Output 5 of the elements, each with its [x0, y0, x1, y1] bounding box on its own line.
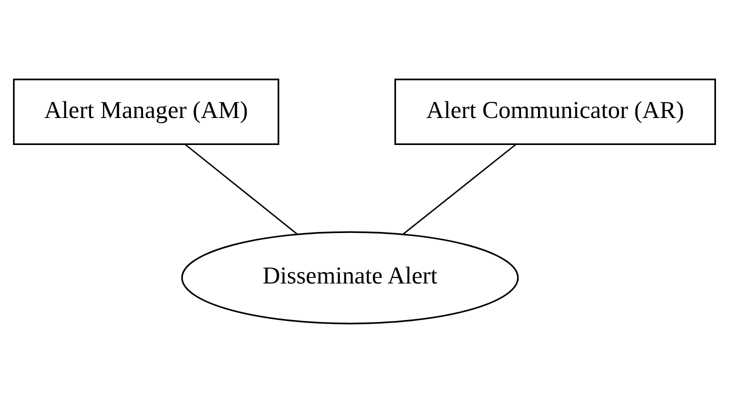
node-box: Alert Communicator (AR) [394, 78, 716, 145]
connector [402, 143, 517, 234]
connector [184, 143, 298, 234]
node-box: Alert Manager (AM) [13, 78, 280, 145]
node-ellipse: Disseminate Alert [181, 230, 519, 324]
